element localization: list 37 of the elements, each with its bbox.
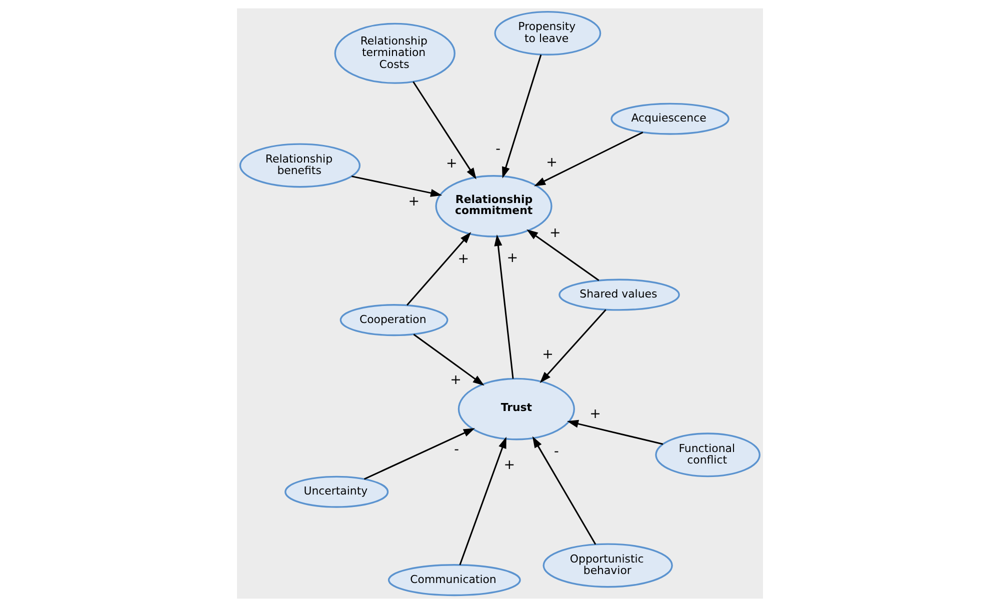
node-ellipse: Communication: [388, 564, 521, 596]
node-ellipse: Acquiescence: [610, 102, 730, 135]
arrow: [526, 229, 600, 281]
edge-label: +: [590, 406, 601, 422]
arrow: [351, 176, 442, 197]
edge-label: +: [542, 346, 554, 362]
edge-label: +: [546, 154, 558, 171]
arrow: [413, 334, 484, 386]
node-ellipse: Trust: [458, 378, 575, 440]
arrow: [534, 132, 644, 186]
edge-label: +: [504, 456, 516, 473]
arrow: [494, 234, 514, 379]
edge-label: +: [446, 156, 458, 172]
edge-label: +: [408, 194, 420, 210]
node-ellipse: Relationship termination Costs: [334, 22, 456, 84]
arrow: [540, 309, 606, 384]
edge-label: +: [506, 250, 518, 266]
node-ellipse: Uncertainty: [284, 476, 389, 508]
arrow: [364, 428, 475, 480]
node-ellipse: Relationship benefits: [239, 143, 361, 188]
edge-label: +: [550, 225, 561, 242]
arrow: [532, 436, 596, 545]
arrow: [502, 54, 542, 178]
edge-label: -: [554, 444, 559, 460]
edge-label: +: [458, 251, 470, 268]
edge-label: -: [496, 140, 501, 157]
node-ellipse: Functional conflict: [655, 432, 760, 478]
node-ellipse: Shared values: [558, 278, 680, 311]
edge-label: -: [454, 442, 460, 458]
arrow: [406, 232, 472, 306]
node-ellipse: Relationship commitment: [435, 175, 552, 238]
node-ellipse: Propensity to leave: [494, 10, 602, 56]
arrow: [566, 420, 664, 445]
node-ellipse: Opportunistic behavior: [542, 543, 673, 588]
arrow: [412, 81, 476, 180]
node-ellipse: Cooperation: [340, 304, 448, 336]
arrow: [459, 436, 506, 566]
